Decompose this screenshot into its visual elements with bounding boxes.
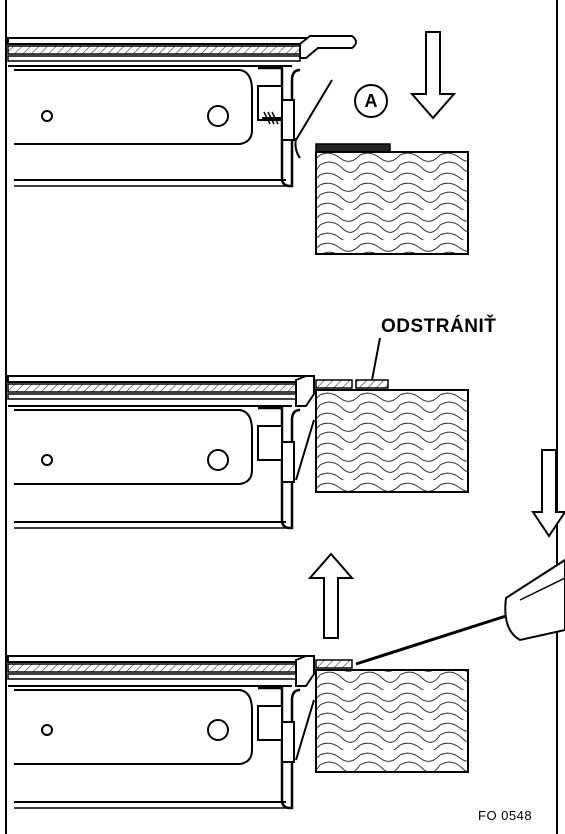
clip-2 <box>257 406 315 530</box>
seal-strip-3 <box>315 659 353 669</box>
clip-1 <box>257 66 333 188</box>
screw-icon <box>262 441 295 483</box>
bracket-2 <box>14 409 286 529</box>
callout-a: A <box>354 84 388 118</box>
arrow-down-icon <box>531 449 565 538</box>
worktop-edge-1 <box>7 35 357 67</box>
leader-line <box>371 337 381 381</box>
wood-block-1 <box>315 151 469 255</box>
panel-3 <box>7 552 565 810</box>
screw-icon <box>262 721 295 763</box>
worktop-edge-3 <box>7 655 315 687</box>
arrow-up-icon <box>307 552 355 639</box>
panel-2 <box>7 337 565 538</box>
figure-code: FO 0548 <box>478 808 533 823</box>
seal-strip-removed-left <box>315 379 353 389</box>
screwdriver-icon <box>355 558 565 666</box>
arrow-down-icon <box>409 31 457 120</box>
remove-label: ODSTRÁNIŤ <box>381 316 497 337</box>
worktop-edge-2 <box>7 375 315 407</box>
hole-large <box>207 105 229 127</box>
hole-small <box>41 110 53 122</box>
seal-strip-removed-right <box>355 379 389 389</box>
panel-1 <box>7 31 469 255</box>
bracket-1 <box>14 69 286 187</box>
bracket-3 <box>14 689 286 809</box>
wood-block-2 <box>315 389 469 493</box>
seal-strip <box>315 143 391 153</box>
screw-icon <box>262 99 295 141</box>
wood-block-3 <box>315 669 469 773</box>
